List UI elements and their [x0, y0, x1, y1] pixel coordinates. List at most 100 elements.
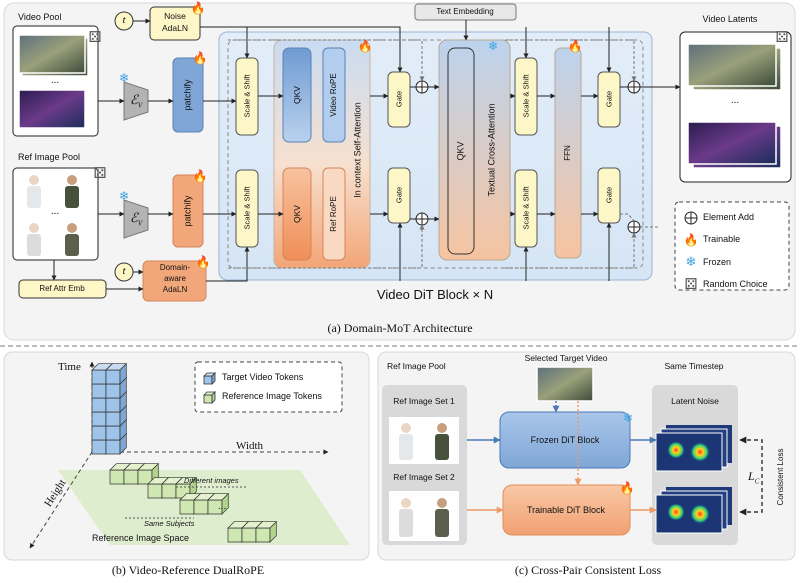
encoder-ref-symbol: ℰV: [130, 210, 143, 228]
ref-image-pool-c-label: Ref Image Pool: [387, 361, 446, 371]
ref-attr-emb-label: Ref Attr Emb: [39, 284, 85, 293]
latent-noise-label: Latent Noise: [671, 396, 719, 406]
latent-noise-stack-2: [655, 487, 732, 534]
video-pool-label: Video Pool: [18, 12, 62, 22]
domain-adaln-line-2: aware: [164, 274, 186, 283]
ffn-fire-icon: 🔥: [568, 39, 583, 53]
different-images-label: Different images: [184, 476, 239, 485]
same-subjects-label: Same Subjects: [144, 519, 195, 528]
ref-pool-person-2: [65, 175, 79, 208]
caption-a: (a) Domain-MoT Architecture: [327, 321, 473, 335]
video-rope: [322, 47, 346, 143]
element-add-bot-1: [415, 212, 429, 226]
trainable-block-fire-icon: 🔥: [620, 481, 635, 495]
section-c-arrows: [467, 401, 763, 516]
gate-bot-1-label: Gate: [394, 186, 404, 204]
element-add-bot-2: [627, 220, 641, 234]
qkv-cross: [447, 47, 475, 255]
time-axis-label: Time: [58, 361, 81, 373]
latents-dice-icon: ⚄: [775, 29, 788, 46]
target-tokens-label: Target Video Tokens: [222, 372, 304, 382]
gate-top-1-label: Gate: [394, 90, 404, 108]
legend-frozen-icon: ❄: [686, 254, 697, 269]
legend-dice-icon: ⚄: [684, 276, 697, 293]
selected-target-video-label: Selected Target Video: [524, 353, 608, 363]
cross-attention-frozen-icon: ❄: [488, 39, 498, 53]
ffn-label: FFN: [563, 145, 572, 161]
domain-adaln-line-3: AdaLN: [162, 285, 188, 294]
qkv-ref-label: QKV: [291, 205, 302, 223]
selected-target-video-thumb: [536, 366, 594, 402]
dit-block-title: Video DiT Block × N: [376, 287, 494, 302]
legend-trainable-label: Trainable: [703, 234, 741, 244]
legend-frozen-label: Frozen: [703, 257, 732, 267]
self-attention-label: In context Self-Attention: [352, 102, 363, 198]
scale-shift-bot-1-label: Scale & Shift: [242, 186, 252, 230]
reference-space-label: Reference Image Space: [92, 533, 190, 543]
caption-c: (c) Cross-Pair Consistent Loss: [514, 563, 662, 577]
patchify-ref-fire-icon: 🔥: [193, 169, 208, 183]
ref-set-1-label: Ref Image Set 1: [393, 396, 455, 406]
patchify-ref: [172, 174, 204, 248]
ref-image-pool-label: Ref Image Pool: [18, 152, 81, 162]
element-add-top-1: [415, 80, 429, 94]
video-pool-ellipsis: ...: [50, 75, 60, 86]
set1-person-2: [435, 423, 449, 460]
domain-adaln-fire-icon: 🔥: [196, 255, 211, 269]
ref-set-2-label: Ref Image Set 2: [393, 472, 455, 482]
gate-top-2-label: Gate: [604, 90, 614, 108]
video-latents-label: Video Latents: [702, 14, 758, 24]
encoder-ref-frozen-icon: ❄: [119, 189, 129, 203]
encoder-ref: [123, 199, 149, 239]
qkv-video-label: QKV: [291, 86, 302, 104]
width-axis-label: Width: [236, 440, 264, 452]
legend-box: [674, 201, 790, 291]
video-rope-label: Video RoPE: [329, 73, 338, 117]
target-video-token-stack: [91, 362, 128, 455]
legend-blue-cube-icon: [203, 372, 216, 385]
patchify-video-label: patchify: [182, 79, 193, 111]
noise-adaln-line-1: Noise: [164, 11, 186, 21]
latent-thumb-1: [687, 43, 777, 87]
encoder-video-symbol: ℰV: [130, 92, 143, 110]
patchify-video: [172, 57, 204, 133]
latents-ellipsis: ...: [730, 95, 740, 106]
legend-random-choice-label: Random Choice: [703, 279, 768, 289]
reference-image-token-cube: [207, 492, 230, 515]
loss-symbol: LC: [748, 469, 760, 486]
video-thumb-1-b: [18, 34, 86, 74]
t-symbol-domain: t: [122, 265, 126, 277]
patchify-ref-label: patchify: [182, 195, 193, 227]
domain-adaln-line-1: Domain-: [159, 263, 191, 272]
set2-person-2: [435, 498, 449, 537]
legend-green-cube-icon: [203, 391, 216, 404]
ref-pool-person-3: [27, 223, 41, 256]
latent-thumb-2: [687, 121, 777, 165]
set2-person-1: [399, 498, 413, 537]
ref-pool-ellipsis: ...: [50, 206, 60, 217]
ref-rope-label: Ref RoPE: [329, 196, 338, 232]
ref-pool-dice-icon: ⚄: [93, 165, 106, 182]
set1-person-1: [399, 423, 413, 460]
caption-b: (b) Video-Reference DualRoPE: [111, 563, 265, 577]
scale-shift-top-1-label: Scale & Shift: [242, 74, 252, 118]
gate-bot-2-label: Gate: [604, 186, 614, 204]
noise-adaln-line-2: AdaLN: [162, 23, 188, 33]
reference-tokens-ellipsis: ...: [218, 501, 227, 512]
reference-token-groups: [109, 462, 278, 543]
encoder-video: [123, 81, 149, 121]
video-pool-dice-icon: ⚄: [88, 29, 101, 46]
consistent-loss-label: Consistent Loss: [776, 448, 785, 506]
ref-pool-person-1: [27, 175, 41, 208]
section-a-dashed-residuals: [228, 39, 660, 269]
scale-shift-top-2-label: Scale & Shift: [521, 74, 531, 118]
frozen-block-frozen-icon: ❄: [623, 411, 633, 425]
cross-attention-label: Textual Cross-Attention: [486, 103, 497, 197]
qkv-cross-label: QKV: [455, 141, 466, 161]
self-attention-fire-icon: 🔥: [358, 39, 373, 53]
legend-element-add-label: Element Add: [703, 212, 755, 222]
target-video-token-cube: [105, 362, 128, 385]
reference-image-token-cube: [255, 520, 278, 543]
